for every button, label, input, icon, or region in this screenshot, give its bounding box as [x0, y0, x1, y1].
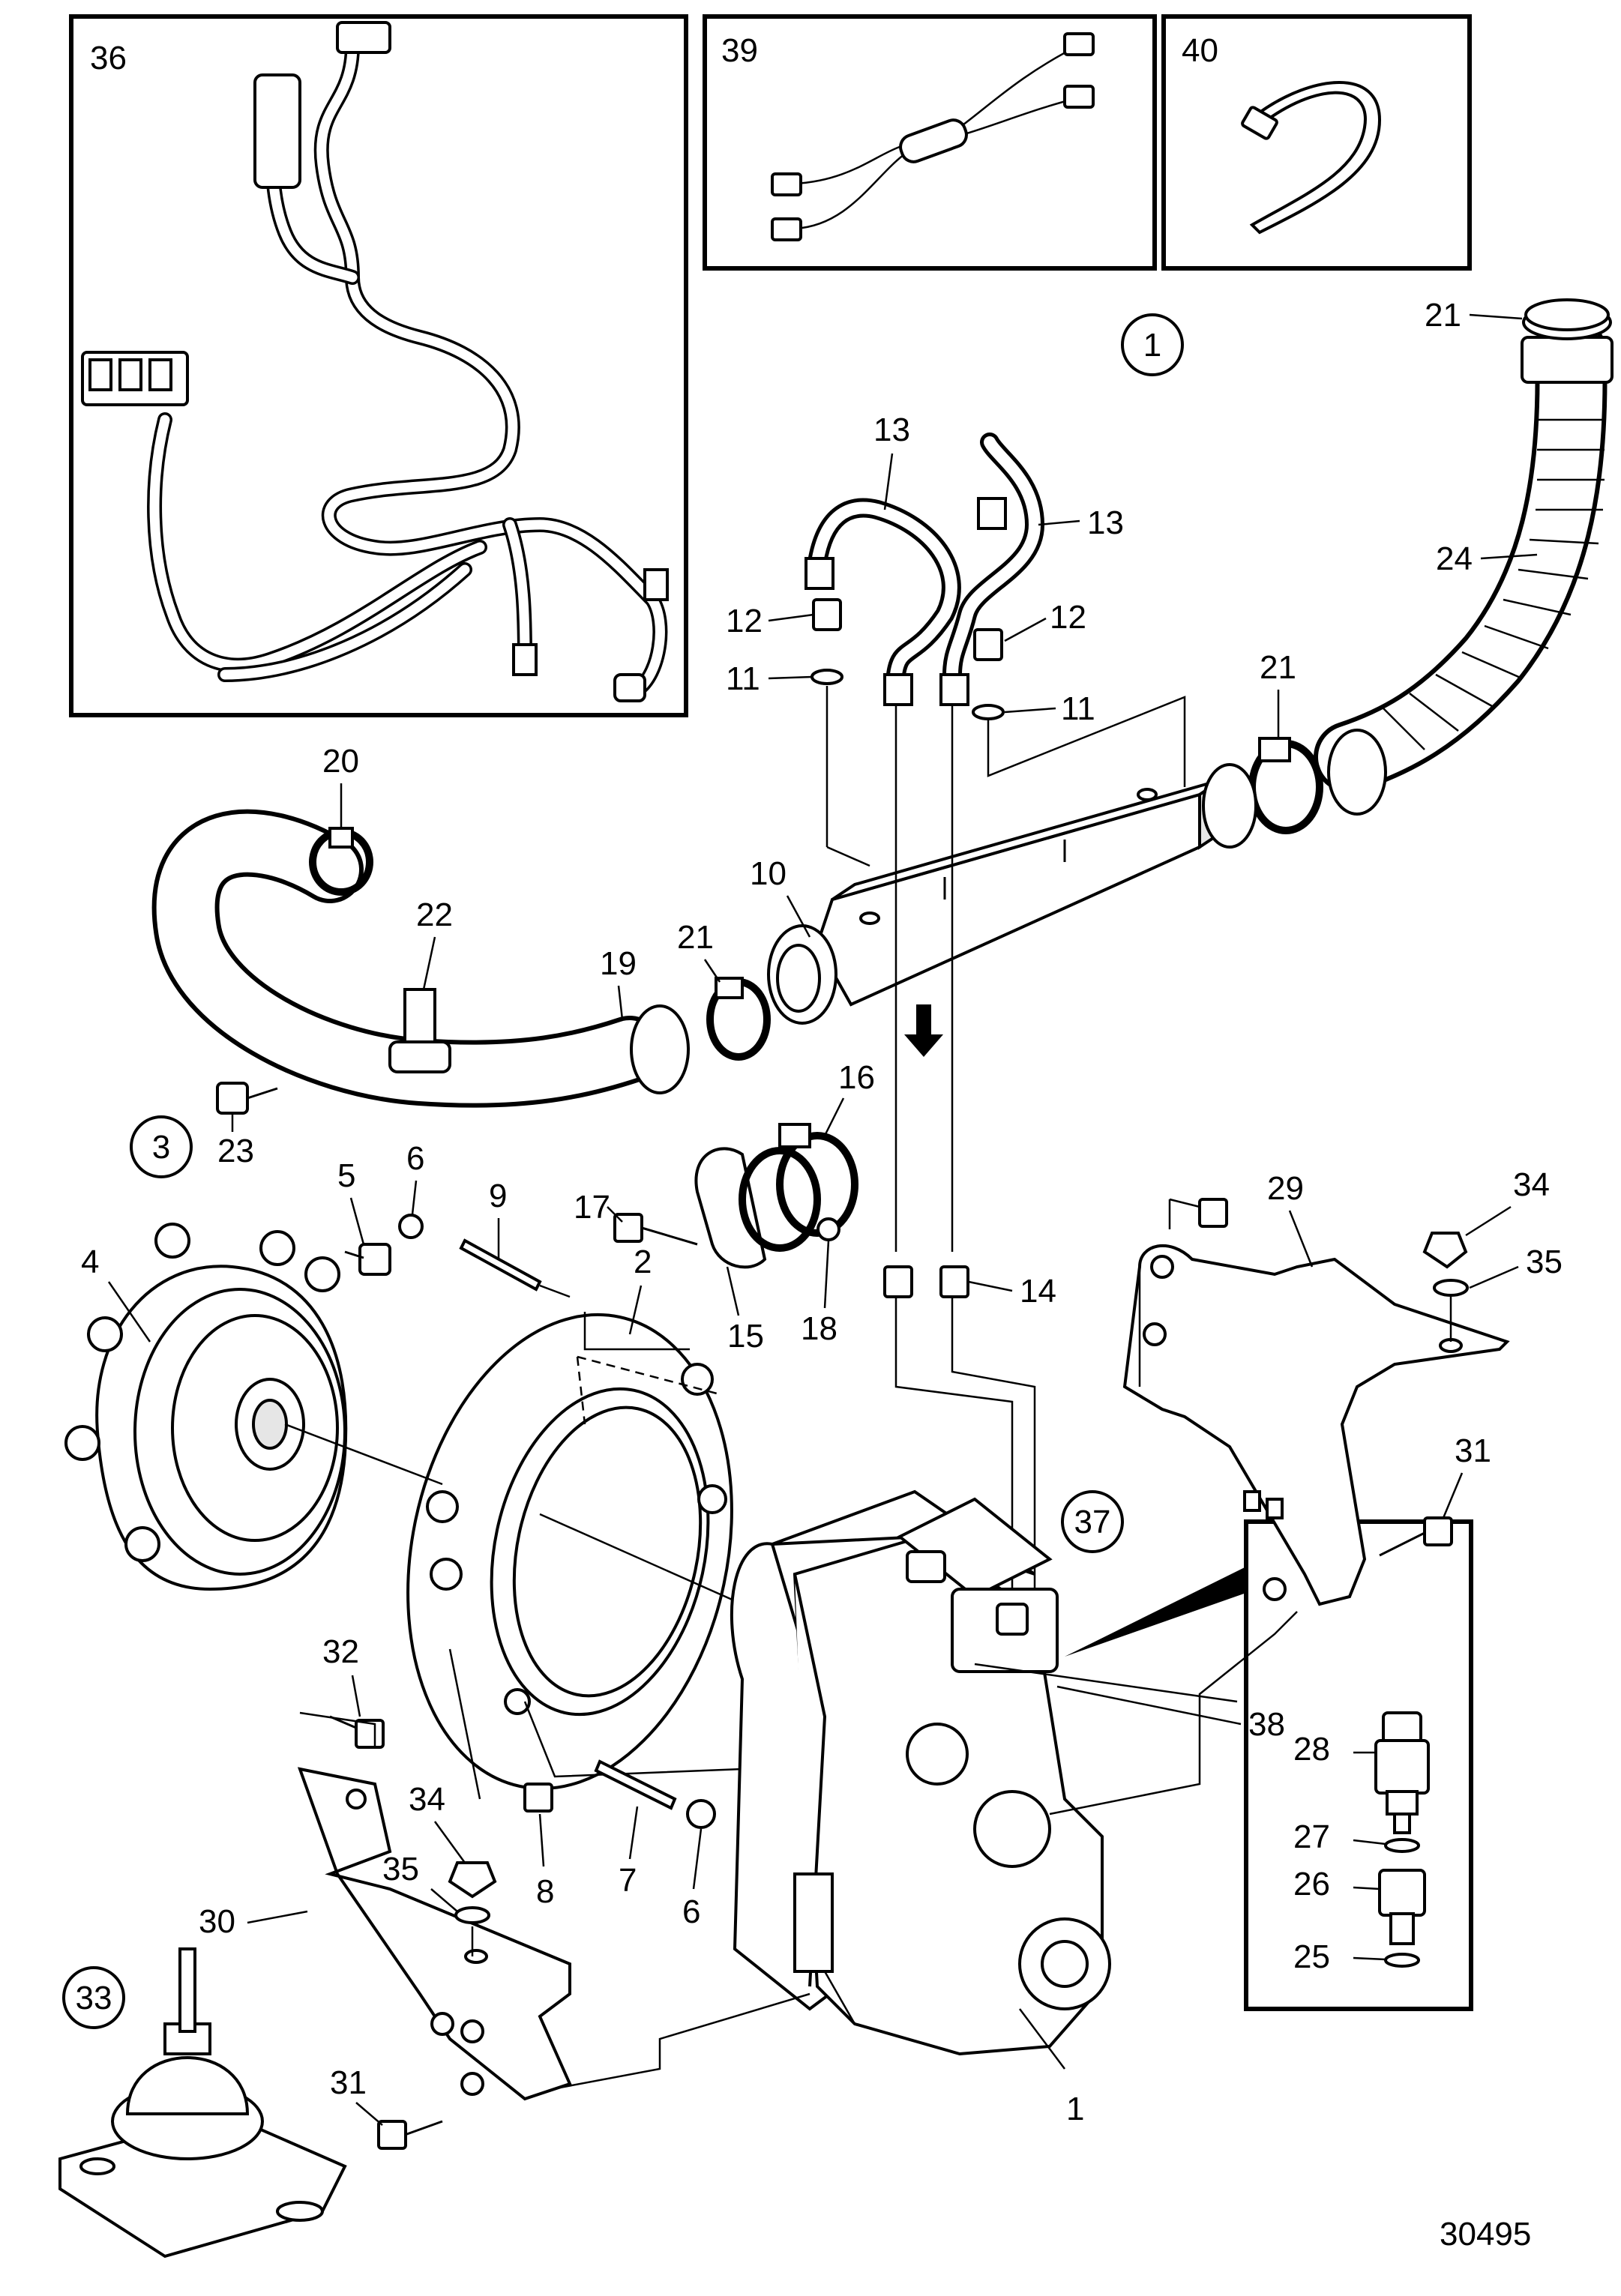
engine-mount-33	[58, 1947, 347, 2259]
clamp-assembly-15-16	[613, 1123, 858, 1269]
callout-29: 29	[1267, 1170, 1304, 1207]
svg-text:33: 33	[76, 1980, 112, 2016]
callout-12-b: 12	[1050, 599, 1086, 636]
callout-21-right: 21	[1260, 649, 1296, 686]
callout-2: 2	[634, 1244, 652, 1280]
callouts: 21 24 13 13 12 12 11 11 21 10 21 20 22 1…	[81, 297, 1563, 2127]
callout-21-mid: 21	[677, 919, 714, 956]
callout-1: 1	[1066, 2091, 1084, 2127]
callout-35-right: 35	[1526, 1244, 1563, 1280]
callout-10: 10	[750, 855, 787, 892]
inset-label-y-cable: 39	[721, 32, 758, 69]
callout-19: 19	[600, 945, 637, 982]
callout-13-a: 13	[873, 412, 910, 448]
callout-23: 23	[217, 1133, 254, 1169]
callout-31-left: 31	[330, 2064, 367, 2101]
gearbox-housing	[539, 1489, 1298, 2093]
svg-text:3: 3	[152, 1129, 170, 1166]
callout-15: 15	[727, 1318, 764, 1355]
callout-5: 5	[337, 1157, 355, 1194]
inset-wiring-harness: 36	[69, 14, 688, 717]
svg-text:1: 1	[1143, 327, 1161, 364]
circled-ref-1: 1	[1121, 313, 1184, 376]
callout-6-bottom: 6	[682, 1893, 700, 1930]
callout-7: 7	[619, 1862, 637, 1899]
y-cable-drawing	[771, 32, 1095, 241]
cable-tie-drawing	[1241, 81, 1382, 235]
callout-16: 16	[838, 1059, 875, 1096]
callout-22: 22	[416, 897, 453, 933]
callout-38: 38	[1248, 1706, 1285, 1743]
callout-34-left: 34	[409, 1781, 445, 1818]
figure-id: 30495	[1440, 2216, 1531, 2253]
callout-20: 20	[322, 743, 359, 780]
callout-34-right: 34	[1513, 1166, 1550, 1203]
wiring-harness-drawing	[81, 21, 669, 702]
callout-24: 24	[1436, 540, 1473, 577]
hose-assembly-upper	[151, 298, 1614, 1649]
bracket-30	[297, 1711, 572, 2150]
callout-11-b: 11	[1061, 690, 1095, 727]
flywheel-and-plate	[64, 1214, 743, 1829]
sensor-label-28: 28	[1293, 1731, 1330, 1768]
callout-17: 17	[574, 1189, 610, 1226]
callout-8: 8	[536, 1873, 554, 1910]
callout-12-a: 12	[726, 603, 763, 639]
callout-6-top: 6	[406, 1140, 424, 1177]
circled-ref-37: 37	[1061, 1490, 1124, 1553]
inset-y-cable: 39	[703, 14, 1157, 271]
sensor-label-26: 26	[1293, 1866, 1330, 1902]
callout-9: 9	[489, 1178, 507, 1214]
callout-14: 14	[1020, 1273, 1056, 1310]
svg-text:37: 37	[1074, 1504, 1111, 1540]
flow-arrow	[904, 1004, 943, 1057]
callout-30: 30	[199, 1903, 235, 1940]
callout-4: 4	[81, 1244, 99, 1280]
sensor-label-25: 25	[1293, 1938, 1330, 1975]
detail-pointer	[1065, 1567, 1246, 1657]
callout-18: 18	[801, 1310, 837, 1347]
corrugations	[1383, 418, 1605, 750]
inset-label-harness: 36	[90, 40, 127, 76]
callout-13-b: 13	[1087, 504, 1124, 541]
callout-11-a: 11	[726, 660, 760, 697]
circled-ref-33: 33	[62, 1966, 125, 2029]
sensor-label-27: 27	[1293, 1819, 1330, 1855]
inset-label-cable-tie: 40	[1182, 32, 1218, 69]
pressure-sensor-drawing	[1353, 1711, 1430, 1968]
inset-cable-tie: 40	[1161, 14, 1472, 271]
callout-32: 32	[322, 1633, 359, 1670]
callout-31-right: 31	[1455, 1432, 1491, 1469]
circled-ref-3: 3	[130, 1115, 193, 1178]
callout-35-left: 35	[382, 1851, 419, 1887]
bracket-29	[1122, 1198, 1510, 1606]
callout-21-top: 21	[1425, 297, 1461, 334]
